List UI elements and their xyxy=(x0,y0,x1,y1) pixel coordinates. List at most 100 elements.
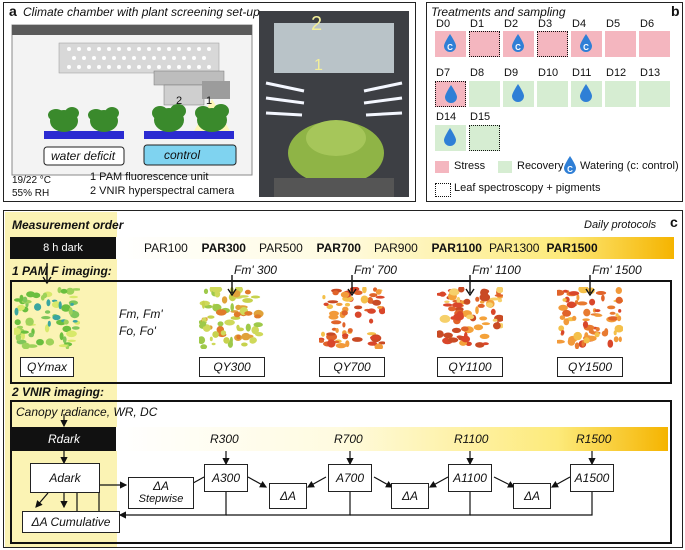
absorbance-box: A1500 xyxy=(570,464,614,492)
legend-pam-unit: 1 PAM fluorescence unit xyxy=(90,171,209,183)
control-letter: C xyxy=(515,43,521,52)
down-arrow-icon xyxy=(585,275,595,297)
water-drop-icon xyxy=(445,85,457,103)
svg-text:C: C xyxy=(567,165,573,174)
day-cell xyxy=(605,81,636,107)
lamp-led-array xyxy=(67,47,211,69)
down-arrow-icon xyxy=(465,275,475,297)
down-arrow-icon xyxy=(347,275,357,297)
day-cell xyxy=(537,81,568,107)
setup-marker-1: 1 xyxy=(206,95,213,107)
down-arrow-icon xyxy=(227,275,237,297)
day-label: D5 xyxy=(606,18,621,30)
legend-sampling-label: Leaf spectroscopy + pigments xyxy=(454,182,601,194)
panel-a-title: Climate chamber with plant screening set… xyxy=(23,5,260,19)
delta-cumulative-box: ΔA Cumulative xyxy=(22,511,120,533)
day-cell xyxy=(435,81,466,107)
day-cell xyxy=(605,31,636,57)
day-cell: C xyxy=(503,31,534,57)
day-label: D12 xyxy=(606,67,627,79)
qy-label-box: QY300 xyxy=(199,357,265,377)
day-cell xyxy=(469,125,500,151)
panel-b-letter: b xyxy=(671,3,680,19)
control-letter: C xyxy=(447,43,453,52)
day-label: D9 xyxy=(504,67,519,79)
photo-light-bars xyxy=(265,81,403,117)
vnir-gradient-bar xyxy=(116,427,668,451)
rdark-bar: Rdark xyxy=(12,427,116,451)
delta-stepwise-label: Stepwise xyxy=(138,493,184,505)
vnir-connectors xyxy=(35,414,596,525)
qy-label-box: QY1500 xyxy=(557,357,623,377)
panel-c-letter: c xyxy=(670,214,678,230)
group-label-water-deficit: water deficit xyxy=(51,149,116,163)
radiance-label: R1500 xyxy=(576,432,612,446)
par-step-label: PAR1500 xyxy=(546,241,598,255)
par-gradient-bar xyxy=(116,237,674,259)
day-label: D13 xyxy=(640,67,661,79)
adark-label: Adark xyxy=(49,471,81,485)
setup-marker-2: 2 xyxy=(176,95,183,107)
absorbance-box: A300 xyxy=(204,464,248,492)
day-cell xyxy=(435,125,466,151)
pam-fluorescence-image xyxy=(319,287,385,349)
water-drop-icon: C xyxy=(444,34,456,52)
chamber-temperature: 19/22 °C xyxy=(12,175,52,186)
absorbance-box: A700 xyxy=(328,464,372,492)
photo-marker-1: 1 xyxy=(314,57,323,74)
dark-period-label: 8 h dark xyxy=(43,242,83,254)
fm-label: Fm' 1100 xyxy=(472,263,521,277)
legend-sampling-swatch xyxy=(435,183,451,197)
par-step-label: PAR100 xyxy=(144,241,188,255)
chamber-humidity: 55% RH xyxy=(12,188,50,199)
pam-fluorescence-image xyxy=(437,287,503,348)
day-label: D10 xyxy=(538,67,559,79)
day-cell xyxy=(503,81,534,107)
qy-label-box: QYmax xyxy=(20,357,74,377)
legend-watering-label: Watering (c: control) xyxy=(580,160,679,172)
day-cell: C xyxy=(571,31,602,57)
par-step-label: PAR1300 xyxy=(489,241,540,255)
legend-stress-label: Stress xyxy=(454,160,486,172)
delta-a-box: ΔA xyxy=(513,483,551,509)
legend-stress-swatch xyxy=(435,161,449,173)
measurement-order-title: Measurement order xyxy=(12,218,124,232)
day-cell xyxy=(571,81,602,107)
qy-label-box: QY1100 xyxy=(437,357,503,377)
group-label-control: control xyxy=(164,148,201,162)
legend-vnir-camera: 2 VNIR hyperspectral camera xyxy=(90,185,235,197)
legend-recovery-label: Recovery xyxy=(517,160,564,172)
day-cell xyxy=(639,31,670,57)
day-label: D7 xyxy=(436,67,451,79)
delta-stepwise-box: ΔA Stepwise xyxy=(128,477,194,509)
day-label: D0 xyxy=(436,18,451,30)
legend-watering-icon: C xyxy=(564,156,576,174)
water-drop-icon xyxy=(512,84,524,102)
absorbance-box: A1100 xyxy=(448,464,492,492)
pam-params-line-1: Fm, Fm' xyxy=(119,307,163,321)
pam-fluorescence-image xyxy=(557,287,623,349)
day-label: D8 xyxy=(470,67,485,79)
delta-stepwise-symbol: ΔA xyxy=(152,479,170,493)
day-label: D4 xyxy=(572,18,587,30)
adark-box: Adark xyxy=(30,463,100,493)
water-drop-icon xyxy=(580,84,592,102)
day-label: D1 xyxy=(470,18,485,30)
par-step-label: PAR700 xyxy=(316,241,361,255)
day-label: D14 xyxy=(436,111,457,123)
dark-period-bar: 8 h dark xyxy=(10,237,116,259)
day-cell xyxy=(537,31,568,57)
water-drop-icon: C xyxy=(512,34,524,52)
daily-protocols-label: Daily protocols xyxy=(584,219,657,231)
water-drop-icon xyxy=(444,128,456,146)
fm-label: Fm' 700 xyxy=(354,263,397,277)
panel-a-illustration xyxy=(11,11,409,197)
vnir-params: Canopy radiance, WR, DC xyxy=(16,405,158,419)
delta-cumulative-label: ΔA Cumulative xyxy=(31,515,111,529)
day-label: D15 xyxy=(470,111,491,123)
legend-recovery-swatch xyxy=(498,161,512,173)
par-step-label: PAR300 xyxy=(201,241,246,255)
fm-label: Fm' 300 xyxy=(234,263,277,277)
water-drop-icon: C xyxy=(580,34,592,52)
